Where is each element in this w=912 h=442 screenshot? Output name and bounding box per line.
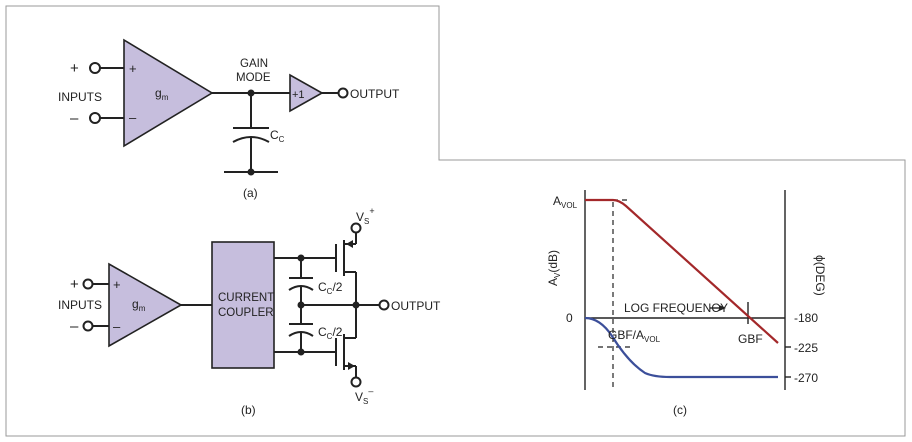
b-output-label: OUTPUT	[391, 299, 441, 313]
c-gbf-avol-label: GBF/AVOL	[608, 328, 661, 344]
a-plus-input-terminal	[89, 62, 101, 74]
c-phase-curve	[584, 316, 778, 379]
c-phase-tick-270: -270	[794, 371, 818, 385]
b-inputs-label: INPUTS	[58, 298, 102, 312]
a-gm-amplifier	[123, 38, 214, 148]
a-output-label: OUTPUT	[350, 87, 400, 101]
figure-frame	[5, 5, 906, 437]
a-plus-sign: +	[70, 60, 79, 77]
a-mode-label: MODE	[236, 72, 271, 84]
a-minus-sign: –	[70, 110, 79, 127]
b-gm-label: gm	[132, 297, 146, 313]
a-unity-buffer	[289, 73, 324, 113]
b-pmos-transistor	[335, 222, 362, 305]
b-caption: (b)	[241, 403, 256, 417]
b-coupler-line2: COUPLER	[218, 307, 274, 319]
a-cc-label: CC	[270, 128, 285, 144]
b-current-coupler-block	[211, 241, 275, 369]
c-log-frequency-label: LOG FREQUENCY	[624, 301, 728, 315]
a-buffer-label: +1	[292, 89, 305, 101]
b-amp-minus: –	[113, 319, 121, 334]
a-amp-minus: –	[129, 110, 137, 125]
c-y-axis-label: AV(dB)	[546, 250, 562, 286]
b-minus-sign: –	[70, 318, 79, 335]
c-zero-label: 0	[566, 311, 573, 325]
b-plus-input-terminal	[82, 278, 94, 290]
c-phase-tick-225: -225	[794, 341, 818, 355]
panel-b: + – INPUTS + – gm CURRENT COUPLER CC/2	[58, 206, 441, 417]
b-minus-input-terminal	[82, 320, 94, 332]
b-coupler-line1: CURRENT	[218, 292, 274, 304]
c-phase-tick-180: -180	[794, 311, 818, 325]
b-plus-sign: +	[70, 276, 79, 293]
a-gain-label: GAIN	[240, 58, 268, 70]
b-output-terminal	[378, 299, 390, 311]
a-caption: (a)	[243, 186, 258, 200]
a-gm-label: gm	[155, 86, 169, 102]
a-minus-input-terminal	[89, 112, 101, 124]
a-inputs-label: INPUTS	[58, 90, 102, 104]
b-amp-plus: +	[113, 277, 121, 292]
b-vs-minus-label: VS–	[355, 386, 373, 406]
b-gm-amplifier	[108, 262, 183, 348]
c-gain-curve	[585, 198, 779, 344]
c-gbf-label: GBF	[738, 332, 763, 346]
panel-a: + – INPUTS + – gm GAIN MODE CC +1 OUTPUT…	[58, 38, 400, 200]
c-phase-axis-label: ϕ(DEG)	[813, 255, 827, 296]
b-cap-bottom-label: CC/2	[318, 325, 343, 341]
c-caption: (c)	[673, 403, 687, 417]
panel-c: AVOL 0 AV(dB) ϕ(DEG) LOG FREQUENCY GBF G…	[546, 190, 827, 417]
b-vs-plus-label: VS+	[356, 206, 375, 226]
b-nmos-transistor	[335, 305, 362, 388]
a-output-terminal	[337, 87, 349, 99]
c-avol-label: AVOL	[553, 194, 578, 210]
a-amp-plus: +	[129, 61, 137, 76]
b-cap-top-label: CC/2	[318, 280, 343, 296]
